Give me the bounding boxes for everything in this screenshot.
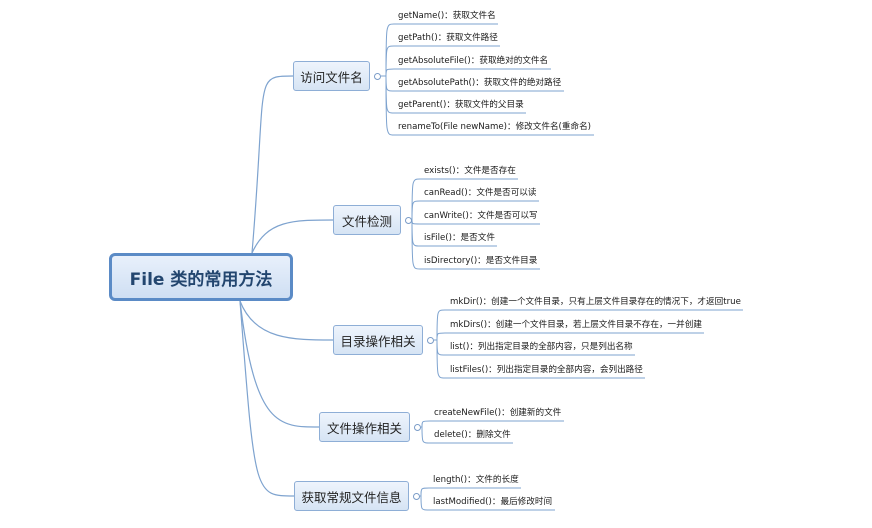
leaf-topic[interactable]: mkDirs()：创建一个文件目录，若上层文件目录不存在，一并创建 [450, 320, 702, 330]
collapse-toggle-icon[interactable] [405, 216, 412, 224]
leaf-connector [385, 75, 395, 114]
leaf-topic[interactable]: renameTo(File newName)：修改文件名(重命名) [398, 122, 592, 132]
leaf-connector [385, 45, 395, 77]
leaf-topic[interactable]: getAbsoluteFile()：获取绝对的文件名 [398, 56, 549, 66]
leaf-topic[interactable]: canWrite()：文件是否可以写 [424, 211, 538, 221]
leaf-topic[interactable]: exists()：文件是否存在 [424, 166, 516, 176]
branch-connector [251, 75, 294, 254]
collapse-toggle-icon[interactable] [427, 336, 434, 344]
leaf-topic[interactable]: getPath()：获取文件路径 [398, 33, 498, 43]
leaf-connector [420, 487, 430, 497]
leaf-connector [421, 426, 431, 444]
leaf-connector [420, 495, 430, 511]
branch-connector [251, 219, 334, 254]
leaf-connector [436, 332, 446, 341]
leaf-topic[interactable]: isFile()：是否文件 [424, 233, 495, 243]
branch-topic[interactable]: 获取常规文件信息 [294, 481, 409, 511]
leaf-topic[interactable]: canRead()：文件是否可以读 [424, 188, 537, 198]
leaf-connector [385, 68, 395, 77]
leaf-topic[interactable]: createNewFile()：创建新的文件 [434, 408, 562, 418]
leaf-connector [411, 219, 421, 270]
branch-connector [239, 300, 334, 341]
leaf-connector [436, 309, 446, 341]
leaf-connector [411, 219, 421, 225]
leaf-connector [436, 339, 446, 379]
leaf-topic[interactable]: getAbsolutePath()：获取文件的绝对路径 [398, 78, 562, 88]
leaf-connector [411, 178, 421, 221]
leaf-topic[interactable]: lastModified()：最后修改时间 [433, 497, 553, 507]
root-topic[interactable]: File 类的常用方法 [109, 253, 293, 301]
leaf-topic[interactable]: delete()：删除文件 [434, 430, 511, 440]
leaf-topic[interactable]: getParent()：获取文件的父目录 [398, 100, 524, 110]
branch-topic[interactable]: 文件操作相关 [319, 412, 410, 442]
leaf-connector [421, 420, 431, 428]
leaf-topic[interactable]: getName()：获取文件名 [398, 11, 496, 21]
leaf-connector [385, 75, 395, 136]
leaf-topic[interactable]: isDirectory()：是否文件目录 [424, 256, 538, 266]
branch-topic[interactable]: 文件检测 [333, 205, 401, 235]
collapse-toggle-icon[interactable] [414, 423, 421, 431]
leaf-topic[interactable]: mkDir()：创建一个文件目录，只有上层文件目录存在的情况下，才返回true [450, 297, 741, 307]
leaf-connector [411, 200, 421, 221]
collapse-toggle-icon[interactable] [374, 72, 381, 80]
branch-topic[interactable]: 访问文件名 [293, 61, 370, 91]
leaf-topic[interactable]: listFiles()：列出指定目录的全部内容，会列出路径 [450, 365, 643, 375]
branch-connector [239, 300, 295, 497]
collapse-toggle-icon[interactable] [413, 492, 420, 500]
branch-topic[interactable]: 目录操作相关 [333, 325, 423, 355]
leaf-connector [385, 75, 395, 92]
leaf-topic[interactable]: list()：列出指定目录的全部内容，只是列出名称 [450, 342, 633, 352]
leaf-topic[interactable]: length()：文件的长度 [433, 475, 519, 485]
branch-connector [239, 300, 320, 428]
leaf-connector [436, 339, 446, 356]
